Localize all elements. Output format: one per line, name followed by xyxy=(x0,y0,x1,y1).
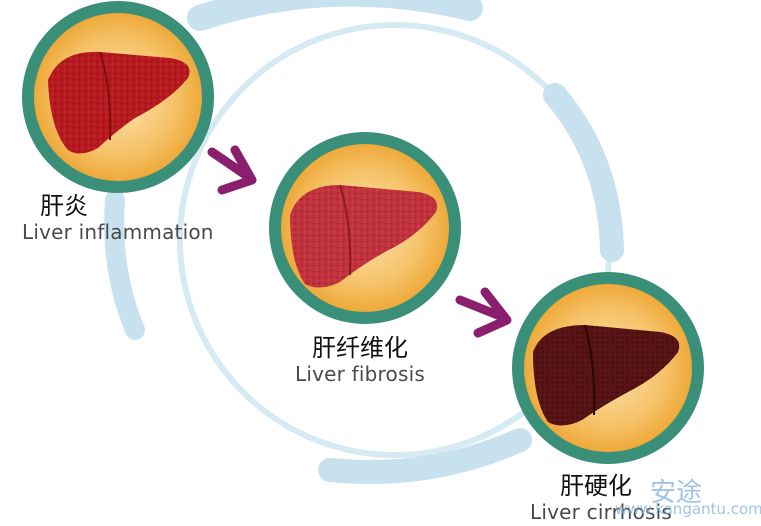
stage-title-en: Liver cirrhosis xyxy=(530,500,673,524)
watermark-text: 安途 xyxy=(650,478,703,508)
stage-label-inflammation: 肝炎 Liver inflammation xyxy=(10,192,240,244)
stage-disc-fibrosis xyxy=(269,132,461,324)
watermark-url: www.kangantu.com xyxy=(615,500,761,518)
watermark: 安途 www.kangantu.com xyxy=(560,470,761,526)
stage-title-cn: 肝纤维化 xyxy=(312,334,408,362)
liver-icon xyxy=(48,51,190,154)
stage-label-cirrhosis: 肝硬化 Liver cirrhosis xyxy=(520,472,720,524)
stage-disc-cirrhosis xyxy=(512,272,704,464)
stage-title-cn: 肝硬化 xyxy=(560,472,632,500)
liver-icon xyxy=(533,324,680,426)
cycle-ring xyxy=(104,0,624,484)
stage-disc-inflammation xyxy=(22,1,214,193)
liver-icon xyxy=(290,184,438,288)
stage-title-en: Liver inflammation xyxy=(22,220,214,244)
arrow-icon xyxy=(207,145,257,195)
arrow-icon xyxy=(455,287,512,338)
stage-label-fibrosis: 肝纤维化 Liver fibrosis xyxy=(260,334,460,386)
stage-title-cn: 肝炎 xyxy=(40,192,88,220)
stage-title-en: Liver fibrosis xyxy=(295,362,425,386)
